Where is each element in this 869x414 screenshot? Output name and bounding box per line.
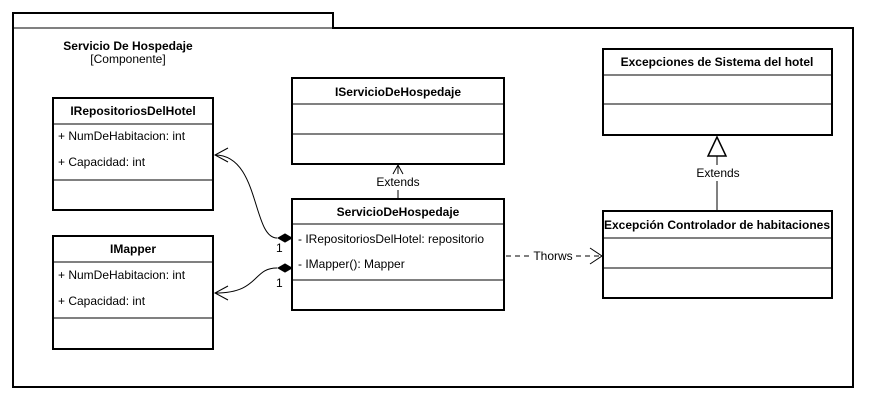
multiplicity-label: 1 <box>276 241 283 255</box>
class-name: IRepositoriosDelHotel <box>70 104 195 118</box>
class-name: Excepciones de Sistema del hotel <box>621 55 814 69</box>
multiplicity-label: 1 <box>276 276 283 290</box>
class-attribute: - IRepositoriosDelHotel: repositorio <box>298 232 484 246</box>
composition-mapper: 1 <box>213 263 294 301</box>
class-serviciodehospedaje[interactable]: ServicioDeHospedaje - IRepositoriosDelHo… <box>291 198 505 311</box>
class-attribute: + Capacidad: int <box>58 294 146 308</box>
class-name: ServicioDeHospedaje <box>337 205 460 219</box>
generalization-arrowhead <box>706 135 728 157</box>
class-name: Excepción Controlador de habitaciones <box>604 218 830 232</box>
throws-label: Thorws <box>533 249 572 263</box>
class-attribute: - IMapper(): Mapper <box>298 257 405 271</box>
class-excepciones-sistema[interactable]: Excepciones de Sistema del hotel <box>602 48 833 136</box>
dependency-arrowhead <box>589 247 603 265</box>
class-excepcion-controlador[interactable]: Excepción Controlador de habitaciones <box>602 210 833 299</box>
class-attribute: + Capacidad: int <box>58 155 146 169</box>
composition-diamond <box>276 233 294 243</box>
throws-relation: Thorws <box>506 247 603 265</box>
extends-label: Extends <box>376 175 419 189</box>
class-name: IServicioDeHospedaje <box>335 85 461 99</box>
composition-diamond <box>276 263 294 273</box>
class-name: IMapper <box>110 242 156 256</box>
class-imapper[interactable]: IMapper + NumDeHabitacion: int + Capacid… <box>52 235 214 350</box>
class-irepositoriosdelhotel[interactable]: IRepositoriosDelHotel + NumDeHabitacion:… <box>52 97 214 211</box>
extends-relation-left: Extends <box>376 163 420 199</box>
package-title: Servicio De Hospedaje <box>63 39 193 53</box>
class-iserviciodehospedaje[interactable]: IServicioDeHospedaje <box>291 77 505 165</box>
extends-label: Extends <box>696 166 739 180</box>
composition-repositorio: 1 <box>213 147 294 255</box>
class-attribute: + NumDeHabitacion: int <box>58 268 186 282</box>
extends-relation-right: Extends <box>696 135 740 211</box>
class-attribute: + NumDeHabitacion: int <box>58 129 186 143</box>
package-stereotype: [Componente] <box>90 52 165 66</box>
